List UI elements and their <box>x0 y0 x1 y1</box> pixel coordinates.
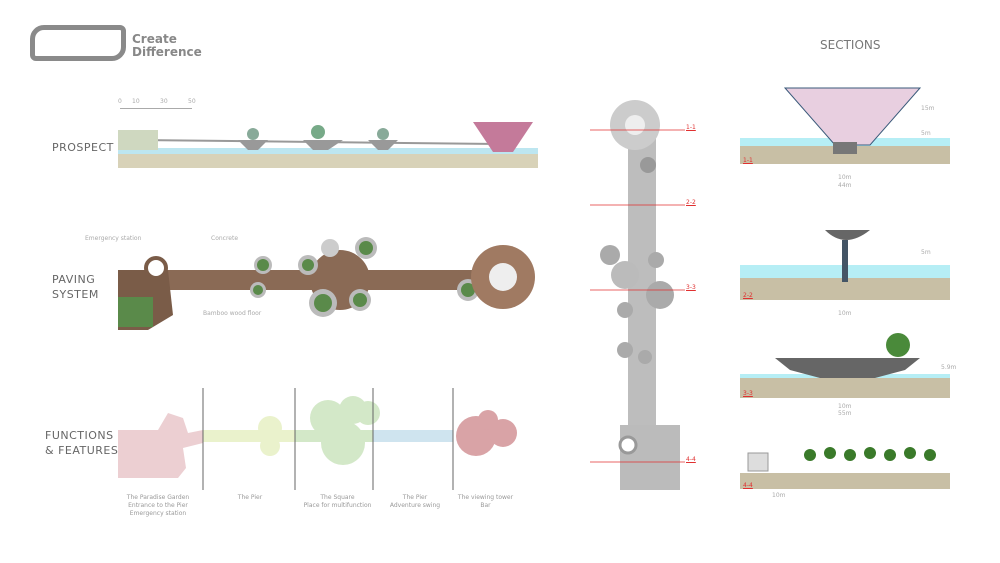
dim-label: 5m <box>921 130 931 137</box>
zone-line: The viewing tower <box>457 494 514 501</box>
paving-title-line: SYSTEM <box>52 288 99 301</box>
zone-label-paradise-garden: The Paradise Garden Entrance to the Pier… <box>118 494 198 518</box>
pier-plan <box>590 100 685 490</box>
dim-label: 10m <box>772 492 786 499</box>
label-emergency-station: Emergency station <box>85 235 142 242</box>
zone-label-pier-swing: The Pier Adventure swing <box>375 494 455 510</box>
zone-label-pier: The Pier <box>210 494 290 502</box>
dim-label: 5.9m <box>941 364 957 371</box>
scale-bar: 0 10 30 50 <box>118 98 198 112</box>
section-id: 1-1 <box>743 157 753 164</box>
section-4-4 <box>740 447 950 489</box>
logo-tagline-1: Create <box>132 32 177 46</box>
zone-line: The Pier <box>237 494 263 501</box>
label-concrete: Concrete <box>211 235 239 242</box>
section-id: 2-2 <box>743 292 753 299</box>
prospect-elevation <box>118 122 538 168</box>
paving-title-line: PAVING <box>52 273 96 286</box>
section-3-3 <box>740 333 950 398</box>
sections-title: SECTIONS <box>820 38 881 52</box>
dim-label: 10m <box>838 310 852 317</box>
zone-line: Entrance to the Pier <box>128 502 188 509</box>
prospect-title: PROSPECT <box>52 141 114 154</box>
zone-line: Emergency station <box>129 510 187 517</box>
cut-label-1-1: 1-1 <box>686 124 696 131</box>
section-id: 3-3 <box>743 390 753 397</box>
cut-label-4-4: 4-4 <box>686 456 696 463</box>
scale-tick: 0 <box>118 98 122 105</box>
dim-label: 5m <box>921 249 931 256</box>
dim-label: 44m <box>838 182 852 189</box>
functions-title-line: & FEATURES <box>45 444 119 457</box>
section-id: 4-4 <box>743 482 753 489</box>
paving-plan <box>118 237 535 330</box>
dim-label: 55m <box>838 410 852 417</box>
cut-label-3-3: 3-3 <box>686 284 696 291</box>
zone-line: Bar <box>480 502 491 509</box>
scale-tick: 50 <box>188 98 196 105</box>
zone-line: Place for multifunction <box>303 502 372 509</box>
scale-tick: 30 <box>160 98 168 105</box>
zone-label-viewing-tower: The viewing tower Bar <box>448 494 523 510</box>
dim-label: 15m <box>921 105 935 112</box>
zone-line: The Square <box>320 494 355 501</box>
zone-label-square: The Square Place for multifunction <box>290 494 385 510</box>
functions-title-line: FUNCTIONS <box>45 429 114 442</box>
zone-line: The Pier <box>402 494 428 501</box>
dim-label: 10m <box>838 174 852 181</box>
scale-tick: 10 <box>132 98 140 105</box>
logo-tagline-2: Difference <box>132 45 202 59</box>
section-2-2 <box>740 230 950 300</box>
dim-label: 10m <box>838 403 852 410</box>
section-1-1 <box>740 87 950 164</box>
cut-label-2-2: 2-2 <box>686 199 696 206</box>
label-bamboo-floor: Bamboo wood floor <box>203 310 262 317</box>
functions-title: FUNCTIONS & FEATURES <box>45 428 118 458</box>
logo-wordmark <box>30 25 126 61</box>
zone-line: Adventure swing <box>389 502 441 509</box>
zone-line: The Paradise Garden <box>126 494 190 501</box>
paving-title: PAVING SYSTEM <box>52 272 99 302</box>
functions-diagram <box>118 388 517 490</box>
